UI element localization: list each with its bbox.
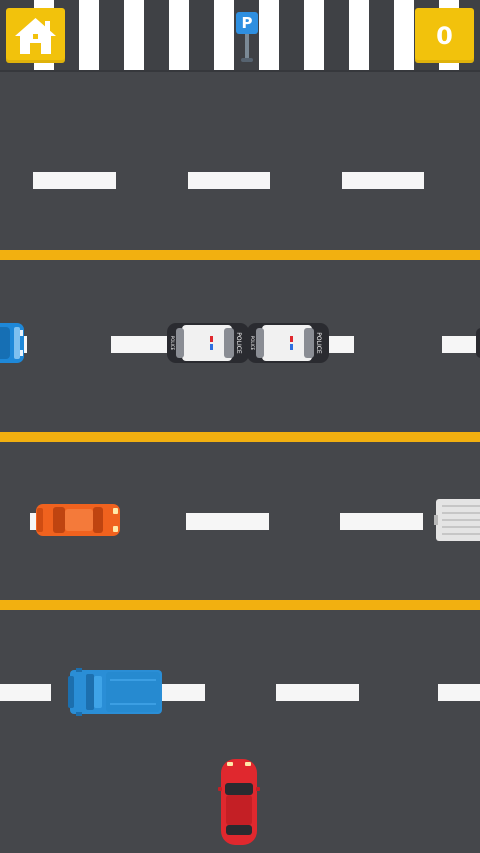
crosswalk-stripe [349,0,369,72]
police-label: POLICE [235,332,242,354]
police-label-rear: POLICE [250,336,255,351]
lane-dash [33,172,116,189]
lane-divider [0,432,480,442]
crosswalk-stripe [124,0,144,72]
parking-sign-base [241,58,253,62]
crosswalk-stripe [304,0,324,72]
parking-sign-letter: P [236,12,258,34]
road [0,72,480,853]
crosswalk-stripe [79,0,99,72]
lane-dash [340,513,423,530]
player-car[interactable] [218,757,260,847]
score-display: 0 [415,8,474,63]
blue-pickup-truck [68,668,162,716]
home-icon [15,18,56,54]
police-car: POLICE POLICE [247,323,329,363]
parking-sign: P [236,12,258,64]
score-value: 0 [436,21,453,50]
lane-dash [342,172,424,189]
lane-dash [442,336,480,353]
lane-dash [150,684,205,701]
crosswalk-stripe [169,0,189,72]
lane-dash [186,513,269,530]
orange-car [36,504,120,536]
police-label: POLICE [315,332,322,354]
lane-divider [0,250,480,260]
dark-car-edge [476,328,480,358]
crosswalk-stripe [394,0,414,72]
parking-sign-pole [245,34,249,60]
lane-dash [438,684,480,701]
lane-dash [188,172,270,189]
lane-dash [276,684,359,701]
crosswalk-stripe [259,0,279,72]
home-button[interactable] [6,8,65,63]
blue-car [0,323,24,363]
police-label-rear: POLICE [170,336,175,351]
lane-divider [0,600,480,610]
crosswalk-edge [0,70,480,72]
lane-dash [0,684,51,701]
crosswalk-stripe [214,0,234,72]
police-car: POLICE POLICE [167,323,249,363]
white-truck [434,499,480,541]
